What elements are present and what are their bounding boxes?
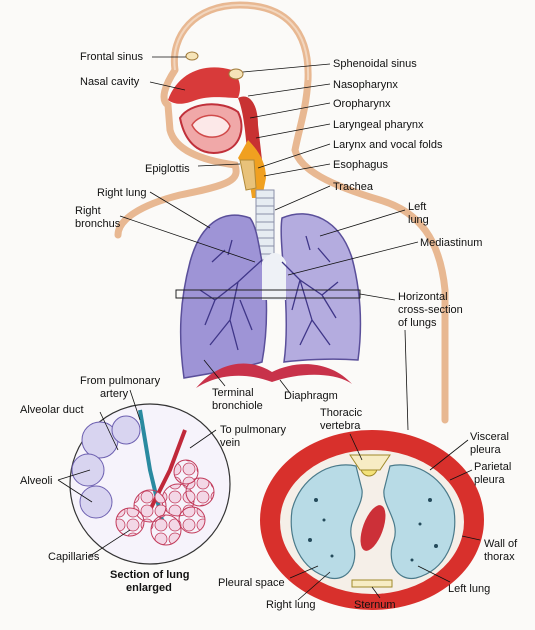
- sphenoidal-sinus: [228, 68, 244, 80]
- label-to-pulmonary-1: To pulmonary: [220, 424, 287, 436]
- label-nasopharynx: Nasopharynx: [333, 79, 398, 91]
- label-sternum: Sternum: [354, 599, 396, 611]
- label-parietal-1: Parietal: [474, 461, 511, 473]
- cs-right-lung: [290, 464, 363, 580]
- label-visceral-1: Visceral: [470, 431, 509, 443]
- label-horizontal-1: Horizontal: [398, 291, 448, 303]
- right-lung: [179, 214, 268, 379]
- label-horizontal-2: cross-section: [398, 304, 463, 316]
- frontal-sinus: [185, 51, 199, 61]
- mediastinum: [262, 253, 286, 300]
- label-laryngeal-pharynx: Laryngeal pharynx: [333, 119, 424, 131]
- label-section-enlarged-1: Section of lung: [110, 569, 189, 581]
- label-capillaries: Capillaries: [48, 551, 100, 563]
- label-frontal-sinus: Frontal sinus: [80, 51, 143, 63]
- label-left-lung-cs: Left lung: [448, 583, 490, 595]
- label-thoracic-2: vertebra: [320, 420, 361, 432]
- label-terminal-1: Terminal: [212, 387, 254, 399]
- label-terminal-2: bronchiole: [212, 400, 263, 412]
- label-wall-thorax-1: Wall of: [484, 538, 518, 550]
- label-larynx: Larynx and vocal folds: [333, 139, 443, 151]
- thorax-cross-section: [260, 430, 484, 610]
- label-from-pulmonary-2: artery: [100, 388, 129, 400]
- bronchial-tree: [199, 235, 339, 351]
- label-mediastinum: Mediastinum: [420, 237, 482, 249]
- label-horizontal-3: of lungs: [398, 317, 437, 329]
- larynx: [239, 159, 257, 191]
- sternum: [351, 579, 393, 588]
- label-section-enlarged-2: enlarged: [126, 582, 172, 594]
- heart-section: [360, 505, 386, 551]
- label-alveolar-duct: Alveolar duct: [20, 404, 84, 416]
- cs-left-lung: [383, 464, 456, 580]
- label-wall-thorax-2: thorax: [484, 551, 515, 563]
- label-visceral-2: pleura: [470, 444, 501, 456]
- labels: Frontal sinus Nasal cavity Sphenoidal si…: [20, 51, 518, 611]
- alveoli-enlarged-section: [69, 403, 231, 565]
- label-diaphragm: Diaphragm: [284, 390, 338, 402]
- label-left-lung-2: lung: [408, 214, 429, 226]
- label-left-lung-1: Left: [408, 201, 426, 213]
- label-sphenoidal-sinus: Sphenoidal sinus: [333, 58, 417, 70]
- label-right-lung-cs: Right lung: [266, 599, 316, 611]
- label-right-bronchus-1: Right: [75, 205, 101, 217]
- label-parietal-2: pleura: [474, 474, 505, 486]
- label-pleural-space: Pleural space: [218, 577, 285, 589]
- label-thoracic-1: Thoracic: [320, 407, 363, 419]
- label-epiglottis: Epiglottis: [145, 163, 190, 175]
- nasal-cavity: [168, 67, 240, 104]
- trachea: [255, 189, 275, 261]
- label-from-pulmonary-1: From pulmonary: [80, 375, 161, 387]
- label-trachea: Trachea: [333, 181, 374, 193]
- label-to-pulmonary-2: vein: [220, 437, 240, 449]
- label-nasal-cavity: Nasal cavity: [80, 76, 140, 88]
- label-right-bronchus-2: bronchus: [75, 218, 121, 230]
- label-alveoli: Alveoli: [20, 475, 52, 487]
- label-oropharynx: Oropharynx: [333, 98, 391, 110]
- leader-lines: [57, 56, 481, 601]
- diaphragm: [196, 363, 352, 388]
- label-esophagus: Esophagus: [333, 159, 389, 171]
- label-right-lung: Right lung: [97, 187, 147, 199]
